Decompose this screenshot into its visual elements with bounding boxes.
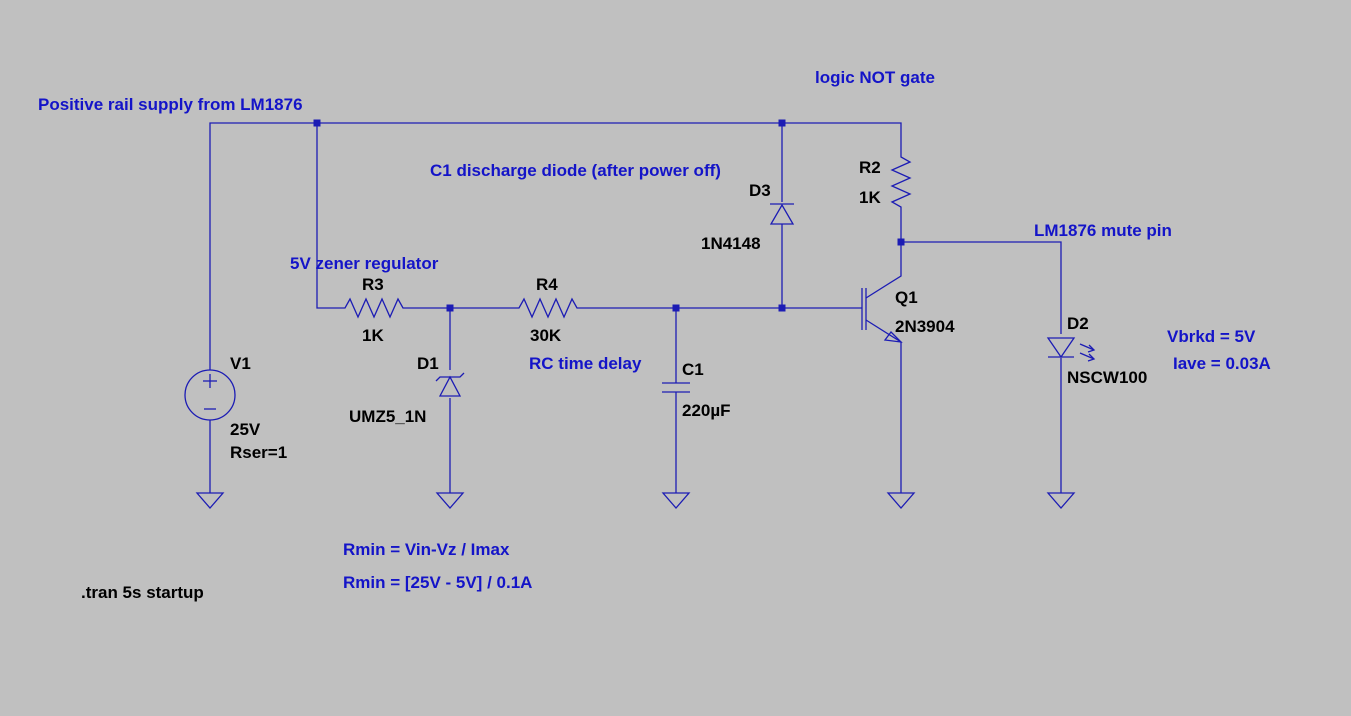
label-c1-value: 220µF [682, 401, 731, 420]
wire-r3-feed [316, 123, 340, 309]
zener-diode-d1 [435, 372, 465, 397]
label-d3-value: 1N4148 [701, 234, 761, 253]
ground-symbols [195, 492, 1076, 509]
label-v1-ref: V1 [230, 354, 251, 373]
label-d3-ref: D3 [749, 181, 771, 200]
label-d2-value: NSCW100 [1067, 368, 1147, 387]
label-r4-value: 30K [530, 326, 562, 345]
wire-top-rail [209, 122, 902, 370]
label-r3-ref: R3 [362, 275, 384, 294]
annotation-c1-discharge: C1 discharge diode (after power off) [430, 161, 721, 180]
annotation-rc-delay: RC time delay [529, 354, 642, 373]
annotation-positive-rail: Positive rail supply from LM1876 [38, 95, 303, 114]
ground-d2 [1046, 492, 1076, 509]
wires [209, 122, 1062, 493]
label-r2-value: 1K [859, 188, 881, 207]
ground-q1 [886, 492, 916, 509]
label-v1-extra: Rser=1 [230, 443, 287, 462]
annotation-mute-pin: LM1876 mute pin [1034, 221, 1172, 240]
npn-transistor-q1 [861, 272, 903, 346]
resistor-r3-symbol [340, 297, 408, 319]
label-v1-value: 25V [230, 420, 261, 439]
wire-mute-node [901, 241, 1062, 334]
label-q1-ref: Q1 [895, 288, 918, 307]
voltage-source-v1 [184, 369, 236, 421]
junction-rail-r3 [313, 119, 321, 127]
label-r3-value: 1K [362, 326, 384, 345]
label-r4-ref: R4 [536, 275, 558, 294]
junction-d3-base [778, 304, 786, 312]
label-c1-ref: C1 [682, 360, 704, 379]
ground-d1 [435, 492, 465, 509]
resistor-r2-symbol [890, 152, 912, 208]
ground-v1 [195, 492, 225, 509]
junction-mute [897, 238, 905, 246]
annotation-led-iave: Iave = 0.03A [1173, 354, 1271, 373]
annotation-rmin-calc: Rmin = [25V - 5V] / 0.1A [343, 573, 532, 592]
annotation-led-vbrkd: Vbrkd = 5V [1167, 327, 1256, 346]
led-d2 [1046, 337, 1096, 362]
label-d1-ref: D1 [417, 354, 439, 373]
junction-rail-d3 [778, 119, 786, 127]
junctions [313, 119, 905, 312]
junction-c1 [672, 304, 680, 312]
label-d2-ref: D2 [1067, 314, 1089, 333]
diode-d3 [769, 203, 795, 225]
annotation-logic-not: logic NOT gate [815, 68, 935, 87]
annotation-zener-regulator: 5V zener regulator [290, 254, 439, 273]
spice-directive[interactable]: .tran 5s startup [81, 583, 204, 602]
resistor-r4-symbol [514, 297, 582, 319]
ground-c1 [661, 492, 691, 509]
capacitor-c1 [662, 382, 690, 393]
annotation-rmin-formula: Rmin = Vin-Vz / Imax [343, 540, 510, 559]
label-q1-value: 2N3904 [895, 317, 955, 336]
label-r2-ref: R2 [859, 158, 881, 177]
junction-zener [446, 304, 454, 312]
label-d1-value: UMZ5_1N [349, 407, 426, 426]
